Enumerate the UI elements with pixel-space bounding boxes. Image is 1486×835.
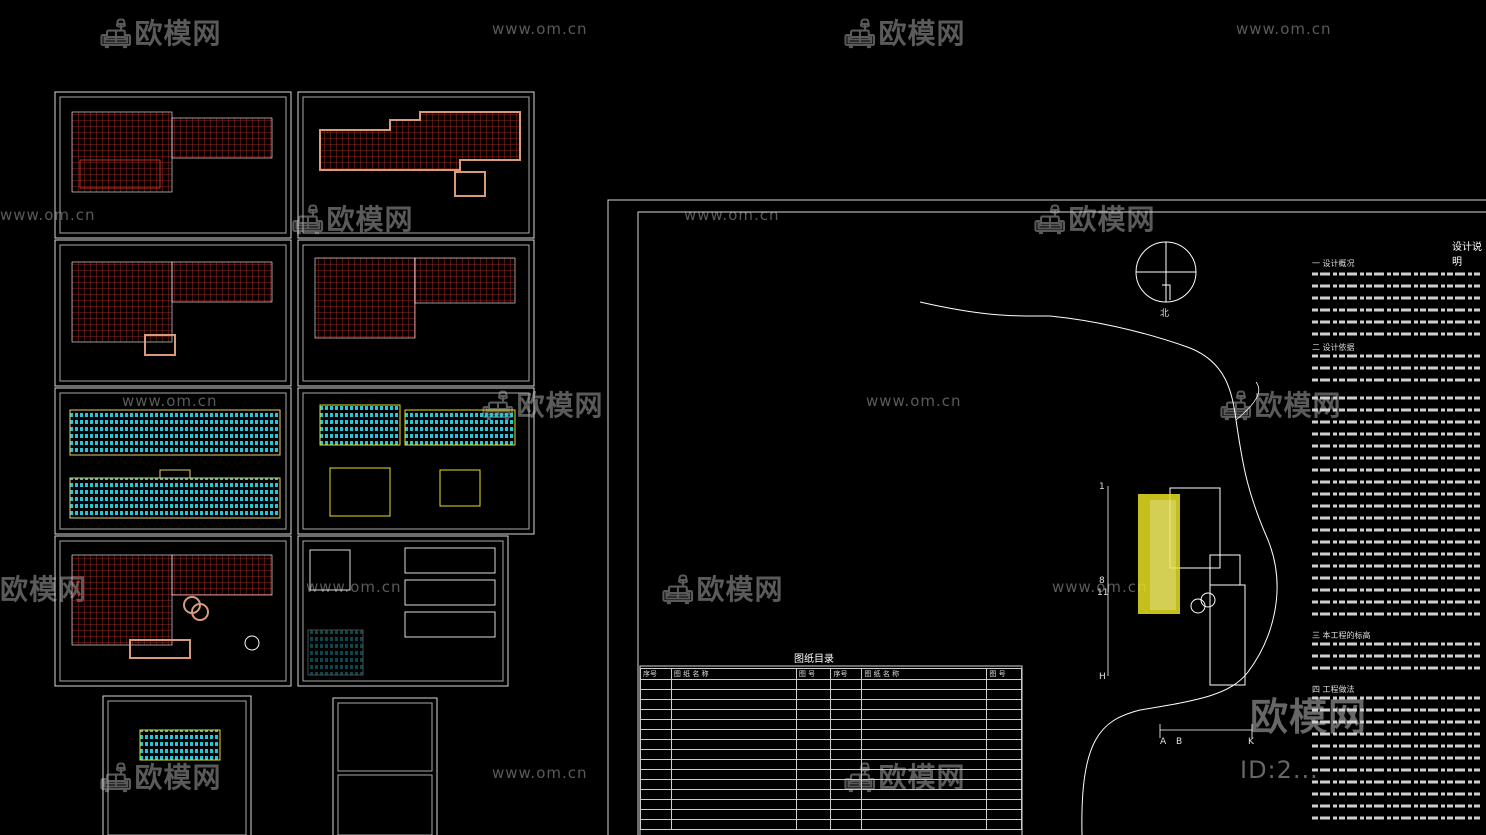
- watermark-brand: 欧模网: [1250, 695, 1368, 739]
- watermark-sofa-icon: 🛋: [290, 203, 327, 236]
- table-row: [640, 719, 1022, 730]
- watermark-url: www.om.cn: [492, 764, 588, 782]
- table-row: [640, 769, 1022, 780]
- design-notes-section: 二 设计依据: [1312, 343, 1355, 352]
- watermark-url: www.om.cn: [0, 206, 96, 224]
- table-row: [640, 819, 1022, 830]
- watermark-url: www.om.cn: [122, 392, 218, 410]
- watermark-logo: 🛋欧模网: [842, 12, 966, 52]
- axis-label: B: [1176, 737, 1183, 747]
- watermark-logo: 🛋欧模网: [98, 756, 222, 796]
- axis-label: 11: [1097, 588, 1109, 598]
- table-row: [640, 799, 1022, 810]
- drawing-index-frame: [639, 665, 1023, 835]
- watermark-sofa-icon: 🛋: [98, 17, 135, 50]
- watermark-url: www.om.cn: [1052, 578, 1148, 596]
- hatched-area: [1138, 494, 1180, 614]
- table-header-cell: 序号: [640, 668, 672, 680]
- watermark-logo: 🛋欧模网: [480, 384, 604, 424]
- table-header-row: 序号 图 纸 名 称 图 号 序号 图 纸 名 称 图 号: [640, 668, 1022, 680]
- table-row: [640, 739, 1022, 750]
- sheet-site-plan[interactable]: [607, 199, 1486, 835]
- design-notes-body: [1312, 272, 1482, 820]
- watermark-brand: 欧模网: [0, 573, 88, 606]
- axis-label: A: [1160, 737, 1167, 747]
- watermark-logo: 欧模网: [0, 568, 87, 608]
- table-row: [640, 709, 1022, 720]
- drawing-index-title: 图纸目录: [794, 654, 834, 665]
- sheet-side-elevations[interactable]: [297, 387, 535, 535]
- table-row: [640, 729, 1022, 740]
- table-header-cell: 图 纸 名 称: [861, 668, 988, 680]
- watermark-sofa-icon: 🛋: [842, 17, 879, 50]
- sheet-first-floor-plan[interactable]: [54, 91, 292, 239]
- table-row: [640, 679, 1022, 690]
- sheet-ground-floor-plan[interactable]: [54, 535, 292, 687]
- watermark-sofa-icon: 🛋: [98, 761, 135, 794]
- sheet-section[interactable]: [102, 695, 252, 835]
- watermark-url: www.om.cn: [306, 578, 402, 596]
- sheet-third-floor-plan[interactable]: [297, 239, 535, 387]
- watermark-brand: 欧模网: [516, 389, 604, 422]
- watermark-url: www.om.cn: [684, 206, 780, 224]
- watermark-logo: 🛋欧模网: [1218, 384, 1342, 424]
- table-row: [640, 699, 1022, 710]
- watermark-id: ID:2...: [1240, 756, 1319, 784]
- watermark-logo: 🛋欧模网: [1032, 198, 1156, 238]
- table-row: [640, 809, 1022, 820]
- drawing-index-table: 序号 图 纸 名 称 图 号 序号 图 纸 名 称 图 号: [640, 668, 1022, 830]
- watermark-brand: 欧模网: [878, 17, 966, 50]
- design-notes-section: 一 设计概况: [1312, 259, 1355, 268]
- sheet-roof-plan[interactable]: [297, 91, 535, 239]
- watermark-logo-large: 欧模网: [1250, 686, 1367, 741]
- design-notes-section: 四 工程做法: [1312, 685, 1355, 694]
- watermark-url: www.om.cn: [492, 20, 588, 38]
- table-header-cell: 图 号: [795, 668, 832, 680]
- watermark-brand: 欧模网: [326, 203, 414, 236]
- watermark-brand: 欧模网: [1068, 203, 1156, 236]
- table-row: [640, 779, 1022, 790]
- axis-label: 1: [1099, 482, 1105, 492]
- table-row: [640, 689, 1022, 700]
- watermark-logo: 🛋欧模网: [290, 198, 414, 238]
- site-boundary: [919, 301, 1278, 835]
- axis-label: 8: [1099, 576, 1105, 586]
- watermark-logo: 🛋欧模网: [98, 12, 222, 52]
- axis-label: K: [1248, 737, 1254, 747]
- table-row: [640, 749, 1022, 760]
- table-row: [640, 789, 1022, 800]
- watermark-brand: 欧模网: [134, 761, 222, 794]
- watermark-url: www.om.cn: [866, 392, 962, 410]
- sheet-stair-details[interactable]: [332, 697, 438, 835]
- design-notes-section: 三 本工程的标高: [1312, 631, 1371, 640]
- watermark-url: www.om.cn: [1236, 20, 1332, 38]
- watermark-sofa-icon: 🛋: [1032, 203, 1069, 236]
- table-header-cell: 图 纸 名 称: [670, 668, 797, 680]
- watermark-brand: 欧模网: [1254, 389, 1342, 422]
- sheet-second-floor-plan[interactable]: [54, 239, 292, 387]
- watermark-sofa-icon: 🛋: [660, 573, 697, 606]
- watermark-brand: 欧模网: [696, 573, 784, 606]
- watermark-logo: 🛋欧模网: [660, 568, 784, 608]
- axis-label: H: [1099, 672, 1106, 682]
- sheet-details[interactable]: [297, 535, 509, 687]
- watermark-brand: 欧模网: [134, 17, 222, 50]
- table-header-cell: 图 号: [986, 668, 1022, 680]
- table-header-cell: 序号: [830, 668, 863, 680]
- north-label: 北: [1160, 309, 1170, 319]
- table-row: [640, 759, 1022, 770]
- sheet-elevations[interactable]: [54, 387, 292, 535]
- design-notes-title: 设计说明: [1452, 242, 1482, 268]
